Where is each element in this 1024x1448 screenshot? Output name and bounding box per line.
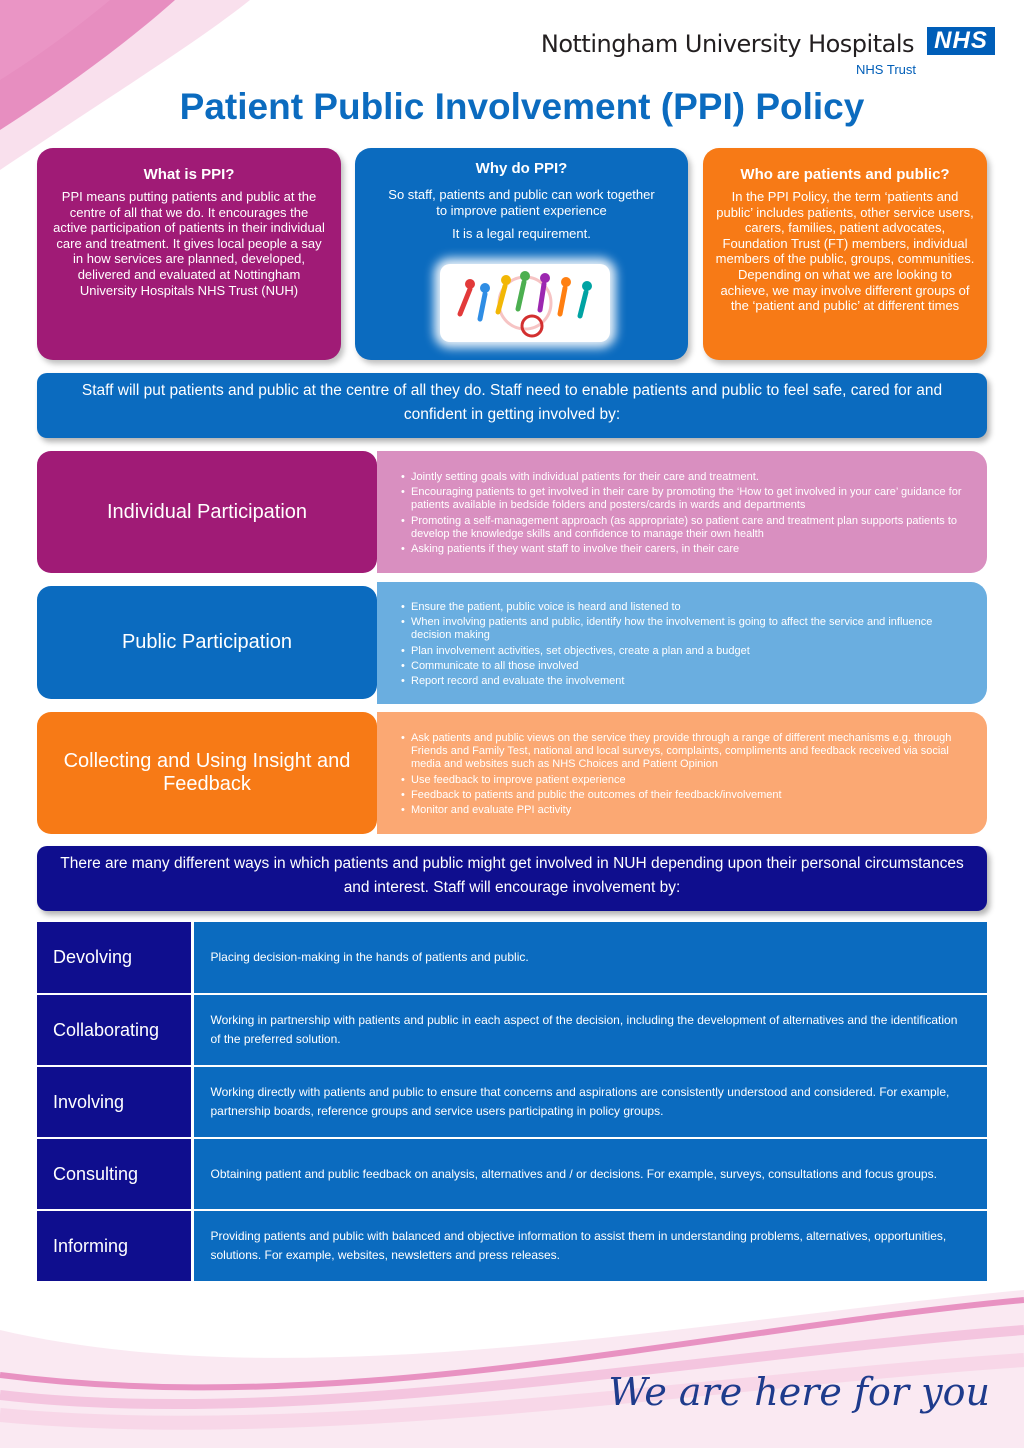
list-item: Promoting a self-management approach (as… bbox=[401, 515, 967, 541]
section-feedback-label: Collecting and Using Insight and Feedbac… bbox=[37, 712, 377, 834]
list-item: Encouraging patients to get involved in … bbox=[401, 486, 967, 512]
people-circle-image bbox=[440, 264, 610, 342]
section-public-bullets: Ensure the patient, public voice is hear… bbox=[377, 582, 987, 704]
list-item: Jointly setting goals with individual pa… bbox=[401, 471, 967, 484]
list-item: Monitor and evaluate PPI activity bbox=[401, 804, 967, 817]
level-name: Informing bbox=[37, 1210, 194, 1283]
level-description: Working directly with patients and publi… bbox=[192, 1066, 987, 1139]
bullet-list: Ask patients and public views on the ser… bbox=[401, 732, 967, 817]
list-item: Ensure the patient, public voice is hear… bbox=[401, 601, 967, 614]
level-name: Devolving bbox=[37, 922, 194, 995]
involvement-levels-table: Devolving Placing decision-making in the… bbox=[37, 922, 987, 1283]
card-text: PPI means putting patients and public at… bbox=[53, 189, 325, 298]
section-individual-bullets: Jointly setting goals with individual pa… bbox=[377, 451, 987, 573]
card-text: In the PPI Policy, the term ‘patients an… bbox=[715, 189, 975, 314]
list-item: Report record and evaluate the involveme… bbox=[401, 675, 967, 688]
level-name: Involving bbox=[37, 1066, 194, 1139]
level-description: Placing decision-making in the hands of … bbox=[192, 922, 987, 995]
bullet-list: Ensure the patient, public voice is hear… bbox=[401, 601, 967, 688]
table-row: Consulting Obtaining patient and public … bbox=[37, 1138, 987, 1211]
level-name: Consulting bbox=[37, 1138, 194, 1211]
trust-label: NHS Trust bbox=[856, 62, 916, 77]
list-item: When involving patients and public, iden… bbox=[401, 616, 967, 642]
list-item: Ask patients and public views on the ser… bbox=[401, 732, 967, 772]
section-public-label: Public Participation bbox=[37, 586, 377, 699]
section-individual-label: Individual Participation bbox=[37, 451, 377, 573]
list-item: Feedback to patients and public the outc… bbox=[401, 789, 967, 802]
card-heading: What is PPI? bbox=[143, 166, 235, 183]
level-description: Obtaining patient and public feedback on… bbox=[192, 1138, 987, 1211]
involvement-banner: There are many different ways in which p… bbox=[37, 846, 987, 911]
list-item: Asking patients if they want staff to in… bbox=[401, 543, 967, 556]
level-description: Working in partnership with patients and… bbox=[192, 994, 987, 1067]
intro-banner: Staff will put patients and public at th… bbox=[37, 373, 987, 438]
page-title: Patient Public Involvement (PPI) Policy bbox=[179, 86, 865, 127]
tagline: We are here for you bbox=[608, 1370, 990, 1414]
list-item: Use feedback to improve patient experien… bbox=[401, 774, 967, 787]
nhs-logo: NHS bbox=[927, 27, 995, 55]
level-description: Providing patients and public with balan… bbox=[192, 1210, 987, 1283]
card-text: So staff, patients and public can work t… bbox=[388, 187, 655, 218]
section-feedback-bullets: Ask patients and public views on the ser… bbox=[377, 712, 987, 834]
card-who-are-patients: Who are patients and public? In the PPI … bbox=[703, 148, 987, 360]
people-circle-icon bbox=[457, 271, 592, 338]
card-text: It is a legal requirement. bbox=[452, 226, 591, 242]
table-row: Devolving Placing decision-making in the… bbox=[37, 922, 987, 995]
list-item: Plan involvement activities, set objecti… bbox=[401, 645, 967, 658]
card-what-is-ppi: What is PPI? PPI means putting patients … bbox=[37, 148, 341, 360]
org-name: Nottingham University Hospitals bbox=[540, 30, 915, 58]
card-heading: Why do PPI? bbox=[475, 160, 568, 177]
level-name: Collaborating bbox=[37, 994, 194, 1067]
table-row: Involving Working directly with patients… bbox=[37, 1066, 987, 1139]
list-item: Communicate to all those involved bbox=[401, 660, 967, 673]
bullet-list: Jointly setting goals with individual pa… bbox=[401, 471, 967, 556]
table-row: Collaborating Working in partnership wit… bbox=[37, 994, 987, 1067]
card-heading: Who are patients and public? bbox=[740, 166, 950, 183]
table-row: Informing Providing patients and public … bbox=[37, 1210, 987, 1283]
